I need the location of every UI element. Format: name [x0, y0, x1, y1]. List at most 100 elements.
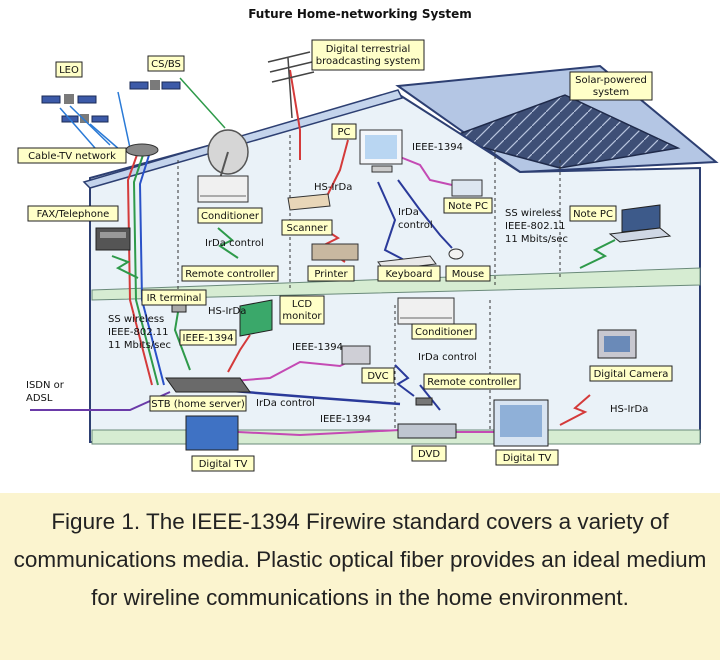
svg-text:broadcasting system: broadcasting system: [316, 56, 420, 67]
mouse-icon: [448, 248, 464, 260]
floor-lower: [91, 429, 701, 445]
label-hs-irda-1: HS-IrDa: [314, 182, 352, 193]
label-irda-control-3: IrDa control: [418, 352, 477, 363]
label-ir-terminal: IR terminal: [141, 289, 207, 306]
svg-text:Cable-TV network: Cable-TV network: [28, 151, 116, 162]
link-pc-keyboard: [377, 181, 409, 263]
svg-text:Printer: Printer: [314, 269, 348, 280]
label-dvd: DVD: [411, 445, 447, 462]
label-digital-tv-left: Digital TV: [191, 455, 255, 472]
cs-bs-satellite-icon: [129, 80, 181, 90]
printer-icon: [311, 243, 359, 261]
cable-antenna: [289, 69, 301, 160]
dvc-icon: [341, 345, 371, 365]
digital-tv-icon-left: [185, 415, 239, 451]
conditioner-icon-bottom: [397, 297, 455, 325]
svg-text:LCD: LCD: [292, 299, 313, 310]
svg-text:monitor: monitor: [282, 311, 322, 322]
svg-text:IEEE-1394: IEEE-1394: [183, 333, 234, 344]
tv-antenna-icon: [267, 51, 315, 119]
label-dvc: DVC: [361, 367, 395, 384]
label-ieee1394-b: IEEE-1394: [292, 342, 343, 353]
stb-home-server-icon: [165, 377, 251, 393]
label-fax-telephone: FAX/Telephone: [27, 205, 119, 222]
link-stb-dvd: [219, 388, 401, 406]
label-remote-controller-1: Remote controller: [181, 265, 279, 282]
note-pc-icon-top: [451, 179, 483, 197]
leo-satellite-icon: [41, 94, 109, 123]
label-digital-camera: Digital Camera: [589, 365, 673, 382]
label-note-pc-1: Note PC: [443, 197, 493, 214]
label-ss-wireless-right-2: IEEE-802.11: [505, 221, 566, 232]
conditioner-icon-top: [197, 175, 249, 203]
label-ieee1394-c: IEEE-1394: [320, 414, 371, 425]
svg-text:Solar-powered: Solar-powered: [575, 75, 647, 86]
floor-upper: [91, 267, 701, 301]
svg-text:STB (home server): STB (home server): [151, 399, 245, 410]
svg-text:DVD: DVD: [418, 449, 440, 460]
scanner-icon: [287, 193, 331, 211]
label-ss-wireless-left-2: IEEE-802.11: [108, 327, 169, 338]
svg-text:FAX/Telephone: FAX/Telephone: [37, 209, 110, 220]
label-leo: LEO: [55, 61, 83, 78]
svg-text:Note PC: Note PC: [573, 209, 613, 220]
label-scanner: Scanner: [281, 219, 333, 236]
label-conditioner-2: Conditioner: [411, 323, 477, 340]
svg-text:Note PC: Note PC: [448, 201, 488, 212]
link-pc-scanner: [324, 139, 349, 201]
hs-irda-bolt-camera: [559, 394, 591, 426]
label-cable-tv: Cable-TV network: [17, 147, 127, 164]
fax-telephone-icon: [95, 227, 131, 251]
svg-text:IR terminal: IR terminal: [147, 293, 202, 304]
cs-bs-signal: [179, 77, 226, 129]
label-ieee1394-a: IEEE-1394: [179, 329, 237, 346]
dvd-player-icon: [397, 423, 457, 439]
svg-text:Conditioner: Conditioner: [415, 327, 474, 338]
svg-text:PC: PC: [337, 127, 350, 138]
svg-text:DVC: DVC: [367, 371, 388, 382]
cable-green-1: [132, 151, 159, 386]
label-ss-wireless-right-3: 11 Mbits/sec: [505, 234, 568, 245]
label-hs-irda-2: HS-IrDa: [208, 306, 246, 317]
label-ss-wireless-left-1: SS wireless: [108, 314, 164, 325]
svg-text:Remote controller: Remote controller: [427, 377, 517, 388]
label-ss-wireless-right-1: SS wireless: [505, 208, 561, 219]
home-network-diagram: Future Home-networking System LEO CS/BS …: [17, 7, 719, 472]
link-pc-mouse: [397, 179, 453, 249]
note-pc-icon-right: [608, 204, 672, 243]
wireless-bolt-fax: [111, 255, 139, 279]
svg-text:Mouse: Mouse: [452, 269, 484, 280]
figure-caption: Figure 1. The IEEE-1394 Firewire standar…: [0, 493, 720, 660]
satellite-signal-beams: [59, 91, 131, 151]
label-mouse: Mouse: [445, 265, 491, 282]
cable-box-icon: [125, 143, 159, 157]
lcd-monitor-icon: [239, 299, 273, 337]
link-lcd-stb: [227, 334, 251, 373]
link-pc-notepc: [394, 154, 453, 186]
irda-bolt-2: [217, 227, 239, 259]
irda-bolt-3: [394, 364, 415, 397]
label-digital-tv-right: Digital TV: [495, 449, 559, 466]
label-stb: STB (home server): [149, 395, 247, 412]
label-printer: Printer: [307, 265, 355, 282]
link-tv-dvd: [237, 429, 401, 437]
remote-controller-icon: [415, 397, 433, 406]
diagram-title: Future Home-networking System: [248, 7, 472, 21]
caption-text: Figure 1. The IEEE-1394 Firewire standar…: [13, 509, 707, 610]
label-irda-control-2: IrDa control: [205, 238, 264, 249]
svg-text:Digital TV: Digital TV: [199, 459, 248, 470]
label-conditioner-1: Conditioner: [197, 207, 263, 224]
wireless-bolt-notepc: [579, 239, 616, 269]
label-hs-irda-3: HS-IrDa: [610, 404, 648, 415]
label-cs-bs: CS/BS: [147, 55, 185, 72]
svg-text:CS/BS: CS/BS: [151, 59, 181, 70]
label-pc: PC: [331, 123, 357, 140]
label-ieee1394-top: IEEE-1394: [412, 142, 463, 153]
digital-tv-icon-right: [493, 399, 549, 447]
svg-text:Digital Camera: Digital Camera: [594, 369, 669, 380]
label-adsl: ADSL: [26, 393, 53, 404]
